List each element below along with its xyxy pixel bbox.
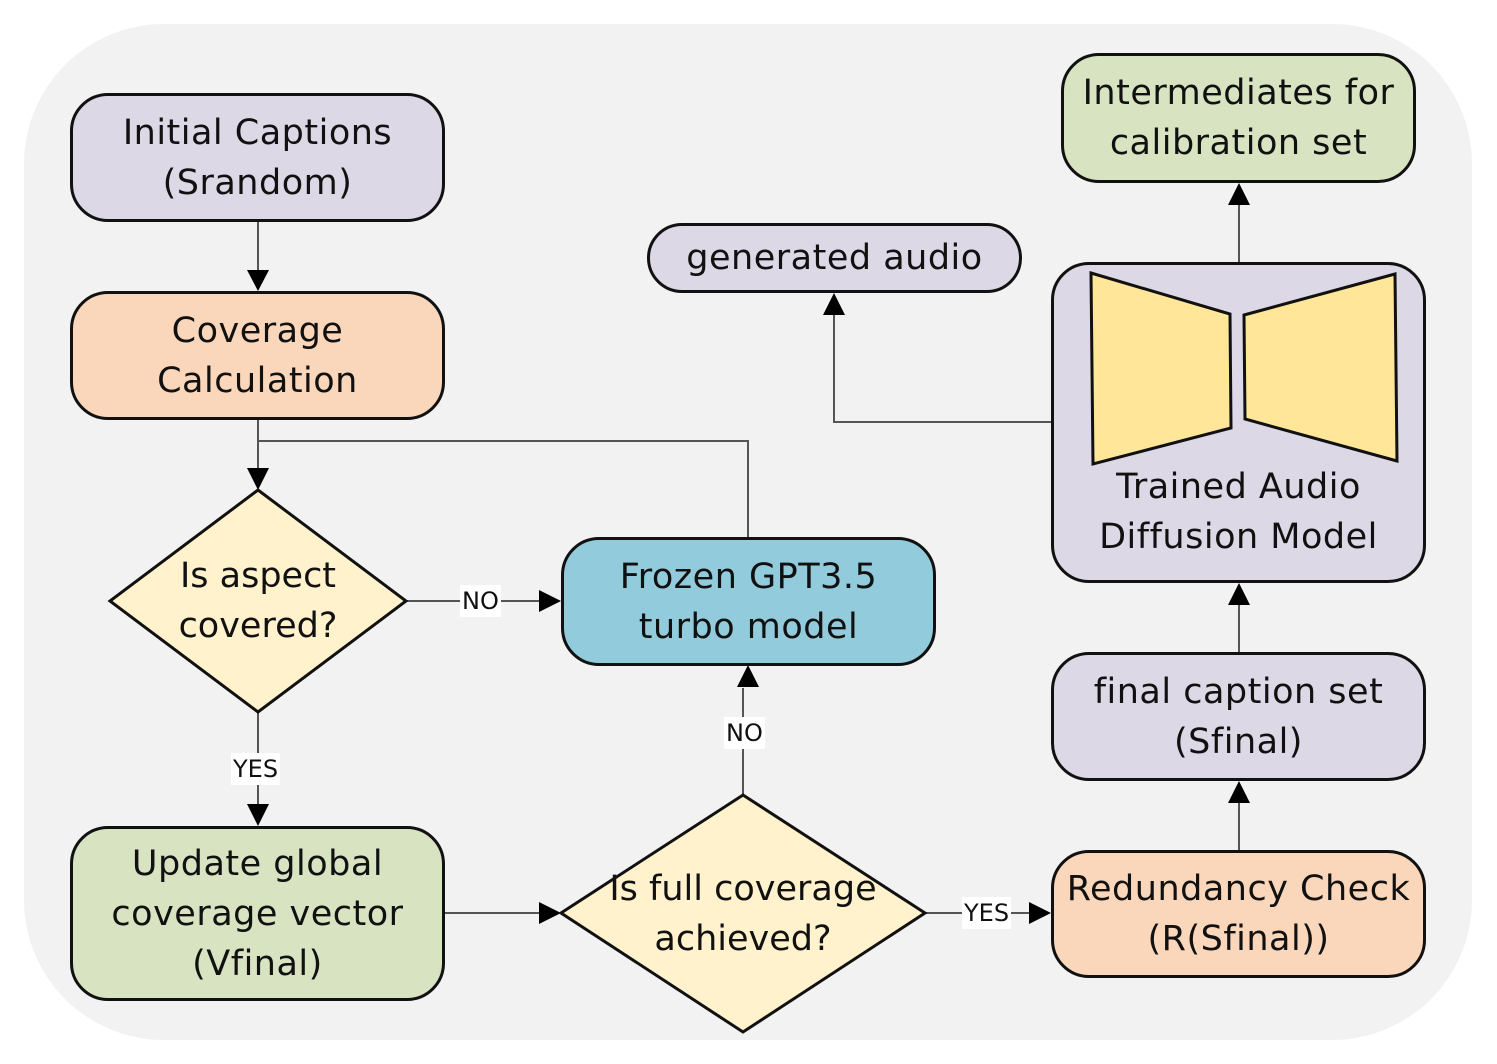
arrowhead-to-final	[1228, 781, 1250, 803]
redundancy-check-node: Redundancy Check (R(Sfinal))	[1051, 850, 1426, 978]
unet-decoder-shape	[1242, 272, 1399, 463]
unet-icon	[1089, 270, 1399, 466]
decision-full-shape	[558, 793, 928, 1034]
edge-gpt-to-aspect	[258, 440, 749, 537]
arrowhead-to-audio	[823, 293, 845, 315]
edge-label-aspect-yes: YES	[231, 753, 281, 785]
edge-label-aspect-no: NO	[460, 585, 501, 617]
unet-encoder-shape	[1089, 270, 1233, 466]
decision-aspect-label: Is aspect covered?	[178, 556, 338, 646]
generated-audio-node: generated audio	[647, 223, 1022, 293]
arrowhead-to-intermediates	[1228, 183, 1250, 205]
arrowhead-to-aspect	[247, 468, 269, 490]
arrowhead-to-redundancy	[1029, 902, 1051, 924]
edge-label-full-no: NO	[724, 717, 765, 749]
decision-full-coverage-label: Is full coverage achieved?	[609, 869, 877, 959]
initial-captions-node: Initial Captions (Srandom)	[70, 93, 445, 222]
arrowhead-to-model	[1228, 583, 1250, 605]
final-caption-set-node: final caption set (Sfinal)	[1051, 652, 1426, 781]
edge-model-to-audio	[833, 314, 1052, 423]
edge-label-full-yes: YES	[962, 897, 1012, 929]
coverage-calculation-node: Coverage Calculation	[70, 291, 445, 420]
update-global-vector-node: Update global coverage vector (Vfinal)	[70, 826, 445, 1001]
arrowhead-to-full	[539, 902, 561, 924]
trained-model-label: Trained Audio Diffusion Model	[1099, 467, 1378, 557]
intermediates-calibration-node: Intermediates for calibration set	[1061, 53, 1416, 183]
frozen-gpt-node: Frozen GPT3.5 turbo model	[561, 537, 936, 666]
arrowhead-to-gpt-bottom	[737, 665, 759, 687]
arrowhead-to-coverage	[247, 270, 269, 291]
arrowhead-to-update	[247, 804, 269, 826]
arrowhead-to-gpt-side	[539, 590, 561, 612]
decision-aspect-shape	[107, 488, 409, 714]
